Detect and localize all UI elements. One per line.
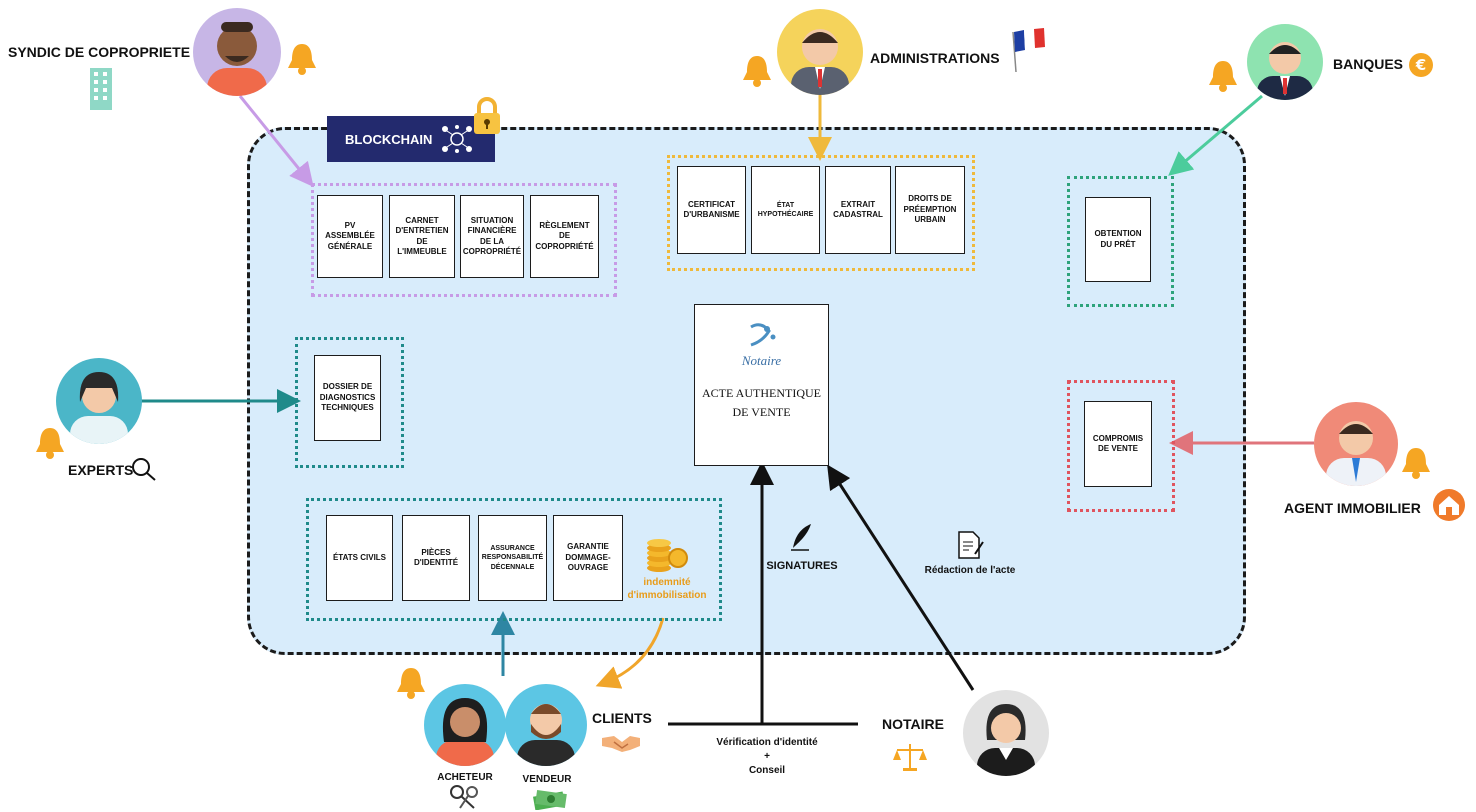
experts-label: EXPERTS <box>68 462 134 478</box>
bell-icon <box>288 44 316 75</box>
clients-label: CLIENTS <box>592 710 652 726</box>
client-group <box>306 498 722 621</box>
experts-avatar <box>56 358 142 444</box>
handshake-icon <box>602 736 640 752</box>
banques-avatar <box>1247 24 1323 100</box>
doc-pieces-identite: PIÈCES D'IDENTITÉ <box>402 515 470 601</box>
indemnite-label: indemnité d'immobilisation <box>627 577 707 601</box>
house-icon <box>1433 489 1465 521</box>
acte-line1: ACTE AUTHENTIQUE <box>702 385 821 400</box>
doc-garantie-dommage: GARANTIE DOMMAGE-OUVRAGE <box>553 515 623 601</box>
bell-icon <box>1402 448 1430 479</box>
indemnite-arrow <box>595 617 665 689</box>
syndic-group <box>311 183 617 297</box>
signatures-label: SIGNATURES <box>766 560 838 572</box>
svg-text:€: € <box>1415 56 1426 74</box>
syndic-arrow <box>238 95 314 187</box>
search-icon <box>132 458 156 481</box>
notaire-logo-text: Notaire <box>741 353 782 369</box>
scales-icon <box>893 744 927 771</box>
verification-line1: Vérification d'identité <box>716 737 818 748</box>
acheteur-label: ACHETEUR <box>437 772 493 783</box>
notaire-logo-icon <box>749 323 775 347</box>
blockchain-label: BLOCKCHAIN <box>345 131 433 147</box>
bell-icon <box>36 428 64 459</box>
doc-obtention-pret: OBTENTION DU PRÊT <box>1085 197 1151 282</box>
doc-compromis-vente: COMPROMIS DE VENTE <box>1084 401 1152 487</box>
administrations-avatar <box>777 9 863 95</box>
document-edit-icon <box>958 531 984 559</box>
doc-extrait-cadastral: EXTRAIT CADASTRAL <box>825 166 891 254</box>
bell-icon <box>1209 61 1237 92</box>
building-icon <box>90 68 112 110</box>
quill-icon <box>791 524 811 551</box>
agent-group <box>1067 380 1175 512</box>
doc-etat-hypothecaire: ÉTAT HYPOTHÉCAIRE <box>751 166 820 254</box>
expert-group <box>295 337 404 468</box>
notaire-label: NOTAIRE <box>882 716 944 732</box>
banques-arrow <box>1168 94 1263 176</box>
vendeur-avatar <box>505 684 587 766</box>
bank-group <box>1067 176 1174 307</box>
agent-label: AGENT IMMOBILIER <box>1284 500 1421 516</box>
agent-avatar <box>1314 402 1398 486</box>
redaction-label: Rédaction de l'acte <box>924 565 1016 576</box>
administrations-label: ADMINISTRATIONS <box>870 50 1000 66</box>
acte-authentique: Notaire ACTE AUTHENTIQUE DE VENTE <box>694 304 829 466</box>
doc-droits-preemption: DROITS DE PRÉEMPTION URBAIN <box>895 166 965 254</box>
acheteur-avatar <box>424 684 506 766</box>
acte-line2: DE VENTE <box>732 405 791 420</box>
doc-reglement-copropriete: RÈGLEMENT DE COPROPRIÉTÉ <box>530 195 599 278</box>
banques-label: BANQUES <box>1333 56 1404 72</box>
verification-line2: + <box>764 751 770 762</box>
network-icon <box>442 125 473 153</box>
lock-icon <box>474 97 500 134</box>
blockchain-banner: BLOCKCHAIN <box>327 116 495 162</box>
bell-icon <box>397 668 425 699</box>
syndic-label: SYNDIC DE COPROPRIETE <box>8 44 191 60</box>
euro-icon: € <box>1409 53 1433 77</box>
bell-icon <box>743 56 771 87</box>
doc-situation-financiere: SITUATION FINANCIÈRE DE LA COPROPRIÉTÉ <box>460 195 524 278</box>
syndic-avatar <box>193 8 281 96</box>
admin-group <box>667 155 975 271</box>
notaire-avatar <box>963 690 1049 776</box>
verification-label: Vérification d'identité + Conseil <box>697 736 837 778</box>
doc-pv-assemblee: PV ASSEMBLÉE GÉNÉRALE <box>317 195 383 278</box>
doc-carnet-entretien: CARNET D'ENTRETIEN DE L'IMMEUBLE <box>389 195 455 278</box>
doc-certificat-urbanisme: CERTIFICAT D'URBANISME <box>677 166 746 254</box>
doc-diagnostics: DOSSIER DE DIAGNOSTICS TECHNIQUES <box>314 355 381 441</box>
notaire-arrow <box>827 464 975 691</box>
doc-assurance-decennale: ASSURANCE RESPONSABILITÉ DÉCENNALE <box>478 515 547 601</box>
coins-icon <box>647 539 688 572</box>
money-icon <box>533 789 567 810</box>
france-flag-icon <box>1012 28 1045 72</box>
verification-line3: Conseil <box>748 765 786 776</box>
doc-etats-civils: ÉTATS CIVILS <box>326 515 393 601</box>
vendeur-label: VENDEUR <box>522 774 572 785</box>
keys-icon <box>450 785 478 809</box>
